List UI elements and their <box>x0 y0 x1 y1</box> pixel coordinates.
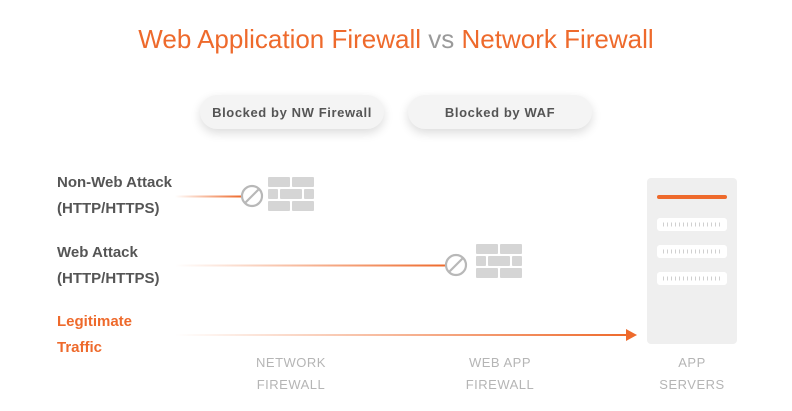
attack-line-web <box>175 264 445 267</box>
row-label-line2: (HTTP/HTTPS) <box>57 270 160 287</box>
title-part2: Network Firewall <box>461 24 654 54</box>
column-label-network-firewall: NETWORK FIREWALL <box>231 352 351 396</box>
brick-wall-icon <box>268 177 314 211</box>
row-label-legitimate-traffic: Legitimate Traffic <box>57 309 132 361</box>
pill-blocked-by-waf: Blocked by WAF <box>408 95 592 129</box>
row-label-non-web-attack: Non-Web Attack (HTTP/HTTPS) <box>57 170 172 222</box>
column-label-line2: FIREWALL <box>256 377 326 392</box>
diagram-title: Web Application Firewall vs Network Fire… <box>0 24 792 55</box>
column-label-line2: SERVERS <box>659 377 725 392</box>
column-label-line1: NETWORK <box>256 355 326 370</box>
row-label-web-attack: Web Attack (HTTP/HTTPS) <box>57 240 160 292</box>
title-vs: vs <box>428 24 455 54</box>
row-label-line2: Traffic <box>57 339 103 356</box>
blocked-icon <box>444 253 468 277</box>
blocked-icon <box>240 184 264 208</box>
brick-wall-icon <box>476 244 522 278</box>
traffic-line-legitimate <box>175 334 627 336</box>
column-label-line1: APP <box>678 355 706 370</box>
row-label-line2: (HTTP/HTTPS) <box>57 200 160 217</box>
row-label-line1: Legitimate <box>57 313 133 330</box>
server-icon <box>647 178 737 344</box>
pill-blocked-by-nw-firewall: Blocked by NW Firewall <box>200 95 384 129</box>
attack-line-non-web <box>175 195 241 198</box>
column-label-app-servers: APP SERVERS <box>632 352 752 396</box>
row-label-line1: Web Attack <box>57 244 138 261</box>
column-label-line1: WEB APP <box>468 355 532 370</box>
title-part1: Web Application Firewall <box>138 24 422 54</box>
column-label-web-app-firewall: WEB APP FIREWALL <box>440 352 560 396</box>
arrow-right-icon <box>626 329 637 341</box>
row-label-line1: Non-Web Attack <box>57 174 173 191</box>
column-label-line2: FIREWALL <box>465 377 535 392</box>
